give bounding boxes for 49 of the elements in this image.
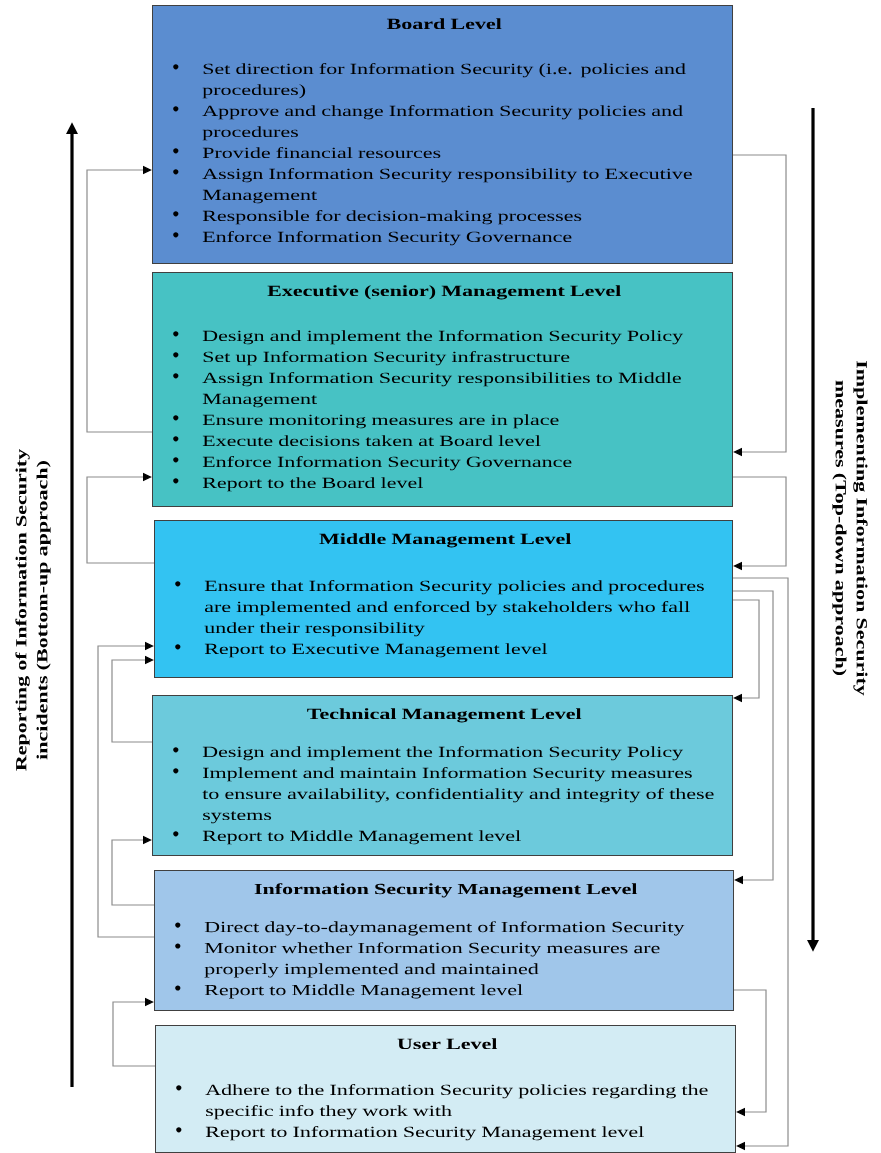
bullet-item: Set up Information Security infrastructure (173, 351, 570, 366)
connector-arrow (111, 835, 155, 906)
bullet-item: Enforce Information Security Governance (173, 456, 572, 471)
level-box (154, 520, 733, 678)
connector-arrow (111, 655, 154, 743)
connector-arrow (86, 472, 155, 564)
bullet-item: Enforce Information Security Governance (173, 231, 572, 246)
bullet-item: Ensure monitoring measures are in place (173, 414, 559, 429)
bullet-item: Responsible for decision-making processes (173, 210, 582, 225)
level-box (154, 870, 734, 1011)
connector-arrow (112, 997, 156, 1067)
bullet-item: Execute decisions taken at Board level (173, 435, 541, 447)
bullet-item: Assign Information Security responsibility to Executive Management (173, 168, 692, 204)
level-box (152, 695, 733, 856)
connector-arrow (732, 154, 787, 457)
bullet-item: Approve and change Information Security policies and procedures (173, 105, 683, 141)
level-heading: Middle Management Level (319, 533, 572, 548)
bullet-item: Direct day-to-daymanagement of Information Security (175, 921, 685, 936)
connector-arrow (732, 599, 760, 703)
level-heading: Information Security Management Level (254, 883, 638, 898)
connector-arrow (733, 989, 767, 1117)
bullet-item: Adhere to the Information Security policies regarding the specific info they work with (176, 1084, 708, 1120)
level-box (152, 5, 733, 264)
bullet-item: Report to the Board level (173, 477, 423, 492)
bullet-item: Report to Information Security Management level (176, 1126, 644, 1141)
side-label: Reporting of Information Security incidents (Bottom-up approach) (15, 449, 51, 771)
connector-arrow (97, 641, 155, 938)
bullet-item: Implement and maintain Information Security measures to ensure availability, confidentiality and integrity of these systems (173, 767, 714, 824)
bullet-item: Report to Executive Management level (175, 643, 548, 658)
bullet-item: Monitor whether Information Security measures are properly implemented and maintained (175, 942, 660, 978)
bullet-item: Report to Middle Management level (175, 984, 523, 999)
side-label: Implementing Information Security measures (Top-down approach) (832, 360, 868, 696)
bullet-item: Set direction for Information Security (i.e. policies and procedures) (173, 63, 686, 99)
bullet-item: Report to Middle Management level (173, 830, 521, 845)
connector-arrow (732, 476, 787, 571)
level-heading: Board Level (386, 18, 502, 30)
bullet-item: Ensure that Information Security policies and procedures are implemented and enforced by stakeholders who fall under their responsibility (175, 580, 704, 637)
bullet-item: Design and implement the Information Security Policy (173, 746, 684, 761)
bullet-item: Design and implement the Information Security Policy (173, 330, 684, 345)
connector-arrow (732, 590, 774, 885)
connector-arrow (732, 577, 789, 1151)
level-box (155, 1025, 736, 1153)
level-box (152, 272, 733, 507)
bullet-item: Assign Information Security responsibilities to Middle Management (173, 372, 681, 408)
bullet-item: Provide financial resources (173, 147, 441, 159)
level-heading: Technical Management Level (307, 708, 582, 723)
connector-arrow (86, 165, 153, 433)
level-heading: User Level (397, 1038, 498, 1050)
level-heading: Executive (senior) Management Level (267, 285, 621, 300)
